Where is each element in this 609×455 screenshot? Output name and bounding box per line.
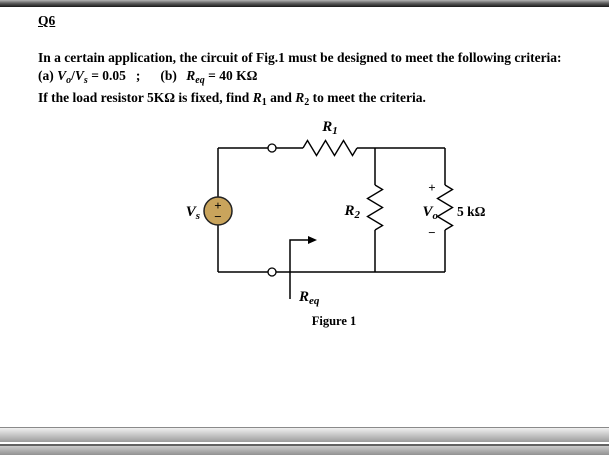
slash: / (71, 67, 75, 83)
statement-line-criteria: (a) Vo/Vs = 0.05; (b) Req = 40 KΩ (38, 67, 603, 90)
r2-var: R (295, 90, 305, 105)
circuit-wires (217, 147, 446, 273)
vs-sub: s (83, 74, 88, 86)
vs-var: V (74, 67, 84, 83)
window-top-edge (0, 0, 609, 7)
label-r1: R1 (321, 119, 338, 137)
question-number: Q6 (38, 13, 55, 29)
r1-sub: 1 (261, 97, 267, 108)
intro-text: In a certain application, the circuit of… (38, 50, 562, 65)
criterion-b-value: = 40 KΩ (204, 67, 258, 83)
voltage-source-body (203, 196, 233, 226)
figure-caption: Figure 1 (312, 314, 357, 328)
voltage-source: + − (203, 196, 233, 226)
resistor-r2 (366, 184, 384, 231)
node-top (267, 143, 277, 153)
vo-plus-sign: + (428, 180, 435, 195)
vo-sub: o (66, 74, 72, 86)
statement-line-task: If the load resistor 5KΩ is fixed, find … (38, 89, 603, 112)
statement-line-intro: In a certain application, the circuit of… (38, 49, 603, 67)
req-arrow (289, 236, 317, 299)
criterion-b-prefix: (b) (160, 67, 181, 83)
source-plus-sign: + (214, 198, 221, 213)
req-var: R (186, 67, 196, 83)
label-load-value: 5 kΩ (457, 204, 486, 219)
criteria-separator: ; (135, 67, 141, 83)
label-req: Req (298, 289, 320, 307)
source-minus-sign: − (214, 209, 221, 224)
criterion-a-value: = 0.05 (87, 67, 126, 83)
label-r2: R2 (343, 203, 360, 221)
label-vo: Vo (422, 204, 438, 222)
vo-minus-sign: − (428, 225, 435, 240)
problem-statement: In a certain application, the circuit of… (38, 49, 603, 112)
load-resistor (436, 184, 454, 231)
req-sub: eq (195, 74, 205, 86)
r1-var: R (252, 90, 262, 105)
req-arrowhead (308, 236, 317, 244)
label-vs: Vs (186, 204, 200, 222)
resistor-r1 (302, 139, 358, 157)
req-arrow-line (289, 239, 309, 299)
node-bottom (267, 267, 277, 277)
circuit-figure: + − R1 R2 Vs + Vo − 5 kΩ Req Figure 1 (186, 119, 486, 328)
r2-sub: 2 (304, 97, 310, 108)
bottom-toolbar-upper (0, 427, 609, 442)
task-text-3: to meet the criteria. (309, 90, 426, 105)
bottom-toolbar-lower (0, 444, 609, 455)
vo-var: V (57, 67, 67, 83)
task-text-2: and (266, 90, 296, 105)
question-number-text: Q6 (38, 13, 56, 28)
task-text-1: If the load resistor 5KΩ is fixed, find (38, 90, 253, 105)
criterion-a-prefix: (a) (38, 67, 58, 83)
